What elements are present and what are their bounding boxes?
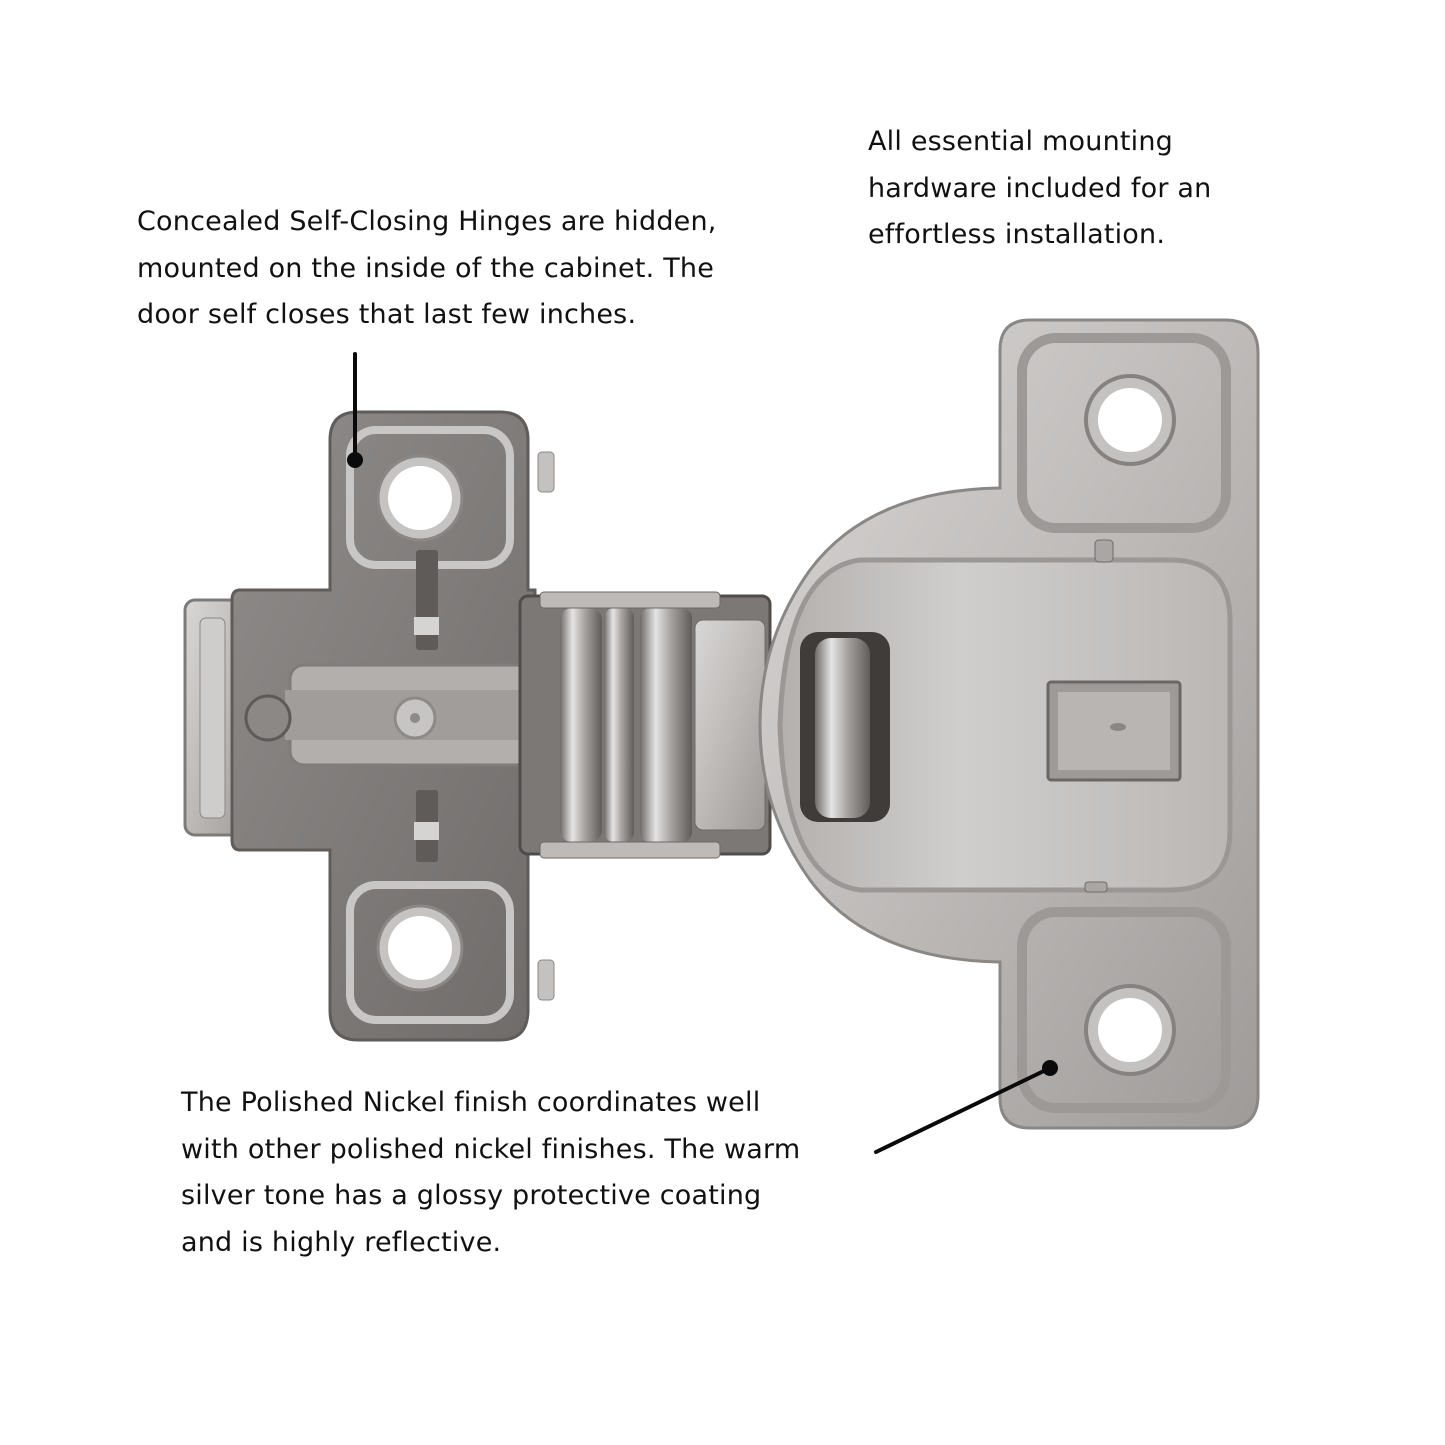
mounting-plate <box>183 410 555 1042</box>
callout-line: mounted on the inside of the cabinet. Th… <box>137 252 715 284</box>
callout-line: The Polished Nickel finish coordinates w… <box>181 1087 761 1118</box>
callout-line: with other polished nickel finishes. The… <box>181 1133 801 1165</box>
callout-leader-bottom <box>874 1060 1058 1154</box>
hinge-arm <box>518 591 772 859</box>
callout-line: door self closes that last few inches. <box>137 299 637 330</box>
callout-line: hardware included for an <box>868 172 1212 204</box>
callout-leader-top-left <box>347 352 363 468</box>
callout-line: All essential mounting <box>868 126 1174 157</box>
callout-line: effortless installation. <box>868 219 1166 250</box>
callout-line: Concealed Self-Closing Hinges are hidden… <box>137 206 717 237</box>
hinge-cup-plate <box>758 318 1260 1130</box>
callout-mounting-hardware: All essential mounting hardware included… <box>868 119 1211 259</box>
callout-concealed-hinges: Concealed Self-Closing Hinges are hidden… <box>137 199 717 339</box>
callout-polished-nickel-finish: The Polished Nickel finish coordinates w… <box>181 1080 800 1266</box>
callout-line: and is highly reflective. <box>181 1226 502 1258</box>
callout-line: silver tone has a glossy protective coat… <box>181 1180 762 1211</box>
